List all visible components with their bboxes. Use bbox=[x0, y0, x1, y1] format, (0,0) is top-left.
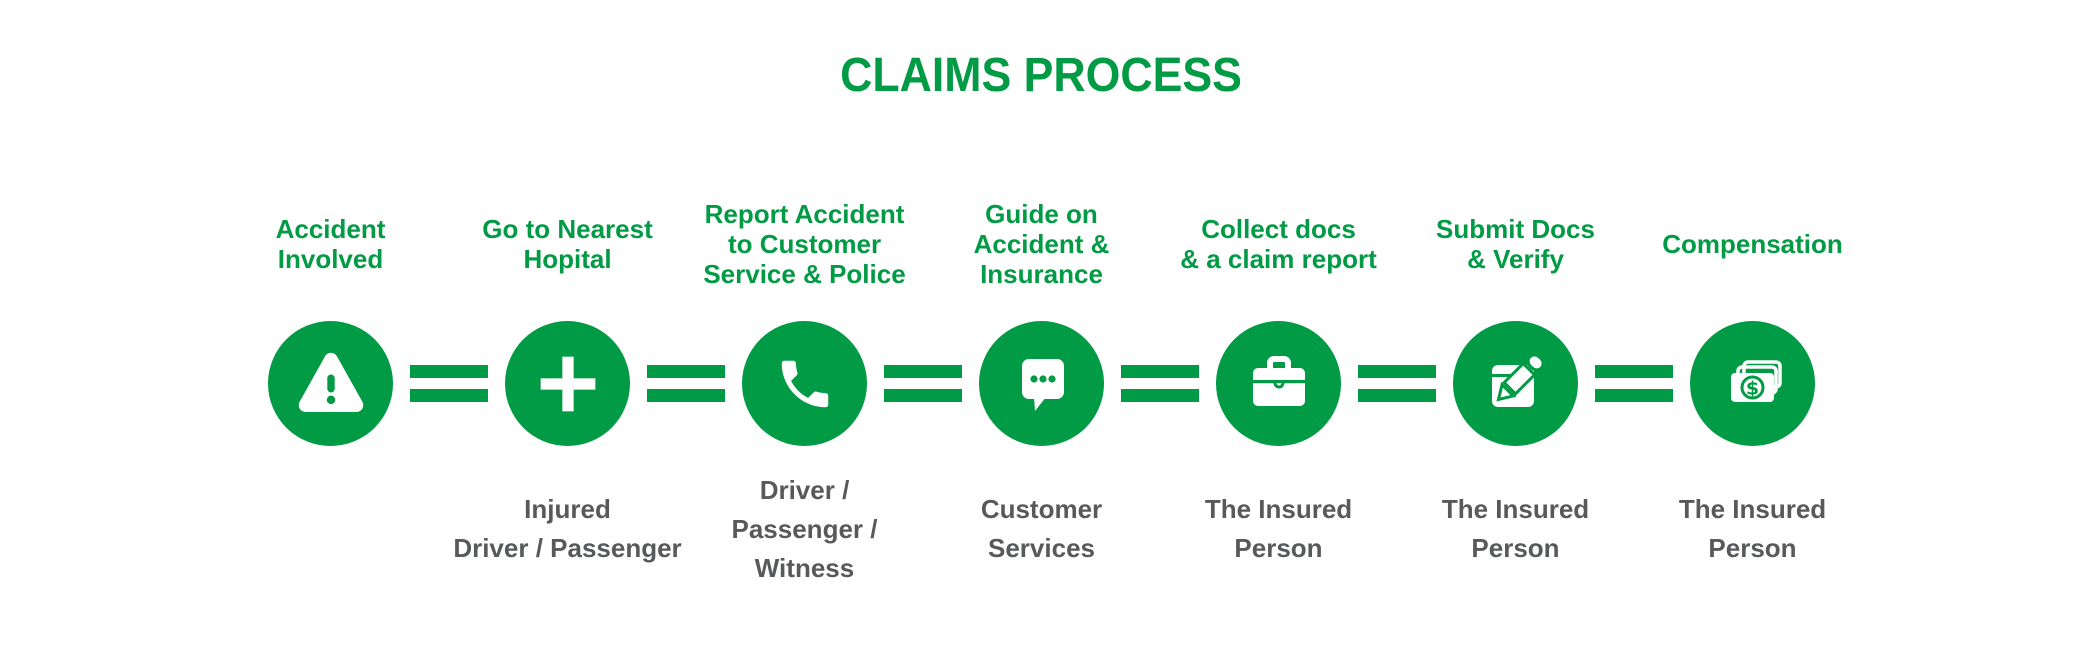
step-circle bbox=[1453, 321, 1578, 446]
connector-bar bbox=[1121, 389, 1199, 402]
connector-bar bbox=[1121, 365, 1199, 378]
svg-text:$: $ bbox=[1745, 377, 1758, 399]
connector-bar bbox=[1595, 389, 1673, 402]
connector-bar bbox=[1358, 389, 1436, 402]
step-top-label: Compensation bbox=[1662, 229, 1843, 260]
step-compensation: Compensation $ The Insured Person bbox=[1634, 169, 1871, 584]
step-top-label: Accident Involved bbox=[275, 214, 386, 274]
medical-cross-icon bbox=[540, 356, 595, 411]
briefcase-icon bbox=[1252, 355, 1305, 406]
step-submit-docs-verify: Submit Docs & Verify The Insured Person bbox=[1397, 169, 1634, 584]
connector-bar bbox=[884, 365, 962, 378]
step-circle bbox=[1216, 321, 1341, 446]
step-circle bbox=[742, 321, 867, 446]
step-circle bbox=[268, 321, 393, 446]
step-bottom-label: The Insured Person bbox=[1441, 494, 1590, 563]
connector-bar bbox=[410, 389, 488, 402]
warning-triangle-icon bbox=[298, 352, 363, 412]
connector-equals bbox=[410, 365, 488, 402]
connector-equals bbox=[1121, 365, 1199, 402]
step-go-to-hospital: Go to Nearest Hopital Injured Driver / P… bbox=[449, 169, 686, 584]
connector-bar bbox=[410, 365, 488, 378]
page-title: CLAIMS PROCESS bbox=[0, 0, 2083, 103]
connector-bar bbox=[884, 389, 962, 402]
phone-icon bbox=[781, 360, 828, 407]
edit-pencil-icon bbox=[1491, 352, 1545, 407]
chat-bubble-icon bbox=[1021, 358, 1064, 411]
step-top-label: Collect docs & a claim report bbox=[1180, 214, 1377, 274]
connector-bar bbox=[647, 389, 725, 402]
step-report-accident: Report Accident to Customer Service & Po… bbox=[686, 169, 923, 584]
step-bottom-label: Driver / Passenger / Witness bbox=[731, 474, 878, 583]
connector-equals bbox=[647, 365, 725, 402]
step-top-label: Go to Nearest Hopital bbox=[482, 214, 653, 274]
step-bottom-label: The Insured Person bbox=[1678, 494, 1827, 563]
connector-equals bbox=[884, 365, 962, 402]
step-bottom-label: The Insured Person bbox=[1204, 494, 1353, 563]
step-accident-involved: Accident Involved bbox=[212, 169, 449, 584]
page-title-text: CLAIMS PROCESS bbox=[840, 49, 1243, 102]
step-top-label: Report Accident to Customer Service & Po… bbox=[703, 199, 906, 289]
money-banknotes-icon: $ bbox=[1730, 359, 1782, 402]
process-row: Accident Involved Go to Nearest Hopital … bbox=[212, 169, 1871, 584]
step-bottom-label: Injured Driver / Passenger bbox=[453, 494, 682, 563]
connector-bar bbox=[1358, 365, 1436, 378]
step-collect-docs: Collect docs & a claim report The Insure… bbox=[1160, 169, 1397, 584]
step-circle bbox=[505, 321, 630, 446]
step-top-label: Guide on Accident & Insurance bbox=[973, 199, 1110, 289]
step-circle bbox=[979, 321, 1104, 446]
step-top-label: Submit Docs & Verify bbox=[1436, 214, 1595, 274]
connector-equals bbox=[1358, 365, 1436, 402]
connector-equals bbox=[1595, 365, 1673, 402]
step-bottom-label: Customer Services bbox=[980, 494, 1103, 563]
connector-bar bbox=[1595, 365, 1673, 378]
step-guide-accident-insurance: Guide on Accident & Insurance Customer S… bbox=[923, 169, 1160, 584]
step-circle: $ bbox=[1690, 321, 1815, 446]
connector-bar bbox=[647, 365, 725, 378]
